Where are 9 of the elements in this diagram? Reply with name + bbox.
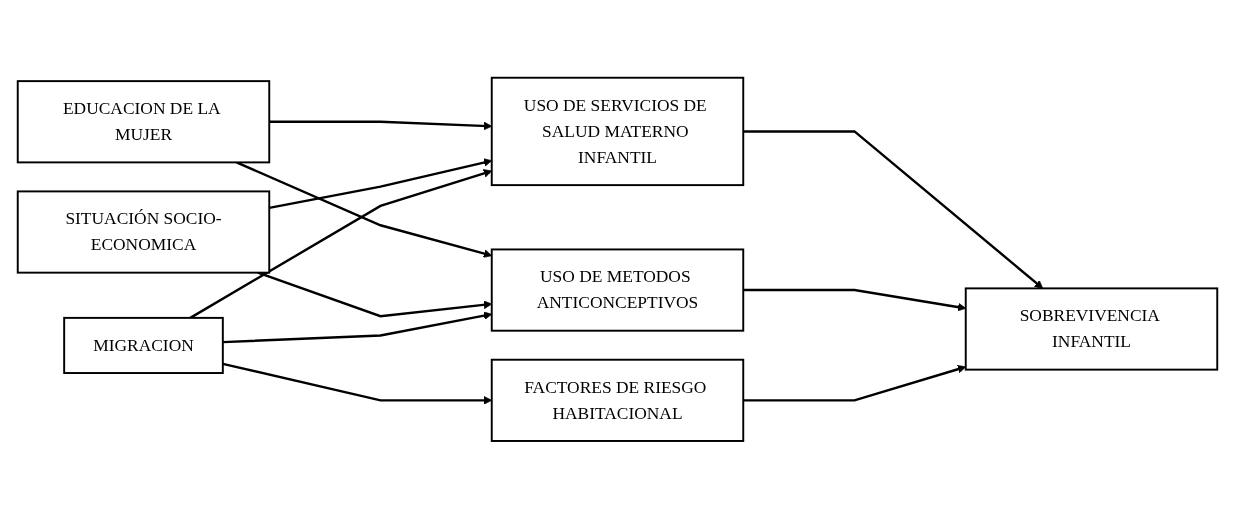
node-box: SITUACIÓN SOCIO-ECONOMICA <box>16 190 271 274</box>
node-box: SOBREVIVENCIA INFANTIL <box>964 287 1219 371</box>
node-box: MIGRACION <box>63 317 224 375</box>
node-box: USO DE METODOS ANTICONCEPTIVOS <box>490 248 745 332</box>
arrow <box>743 365 967 402</box>
node-box: USO DE SERVICIOS DE SALUD MATERNO INFANTIL <box>490 76 745 187</box>
arrow <box>743 130 1044 289</box>
node-box: FACTORES DE RIESGO HABITACIONAL <box>490 358 745 443</box>
node-box: EDUCACION DE LA MUJER <box>16 80 271 164</box>
